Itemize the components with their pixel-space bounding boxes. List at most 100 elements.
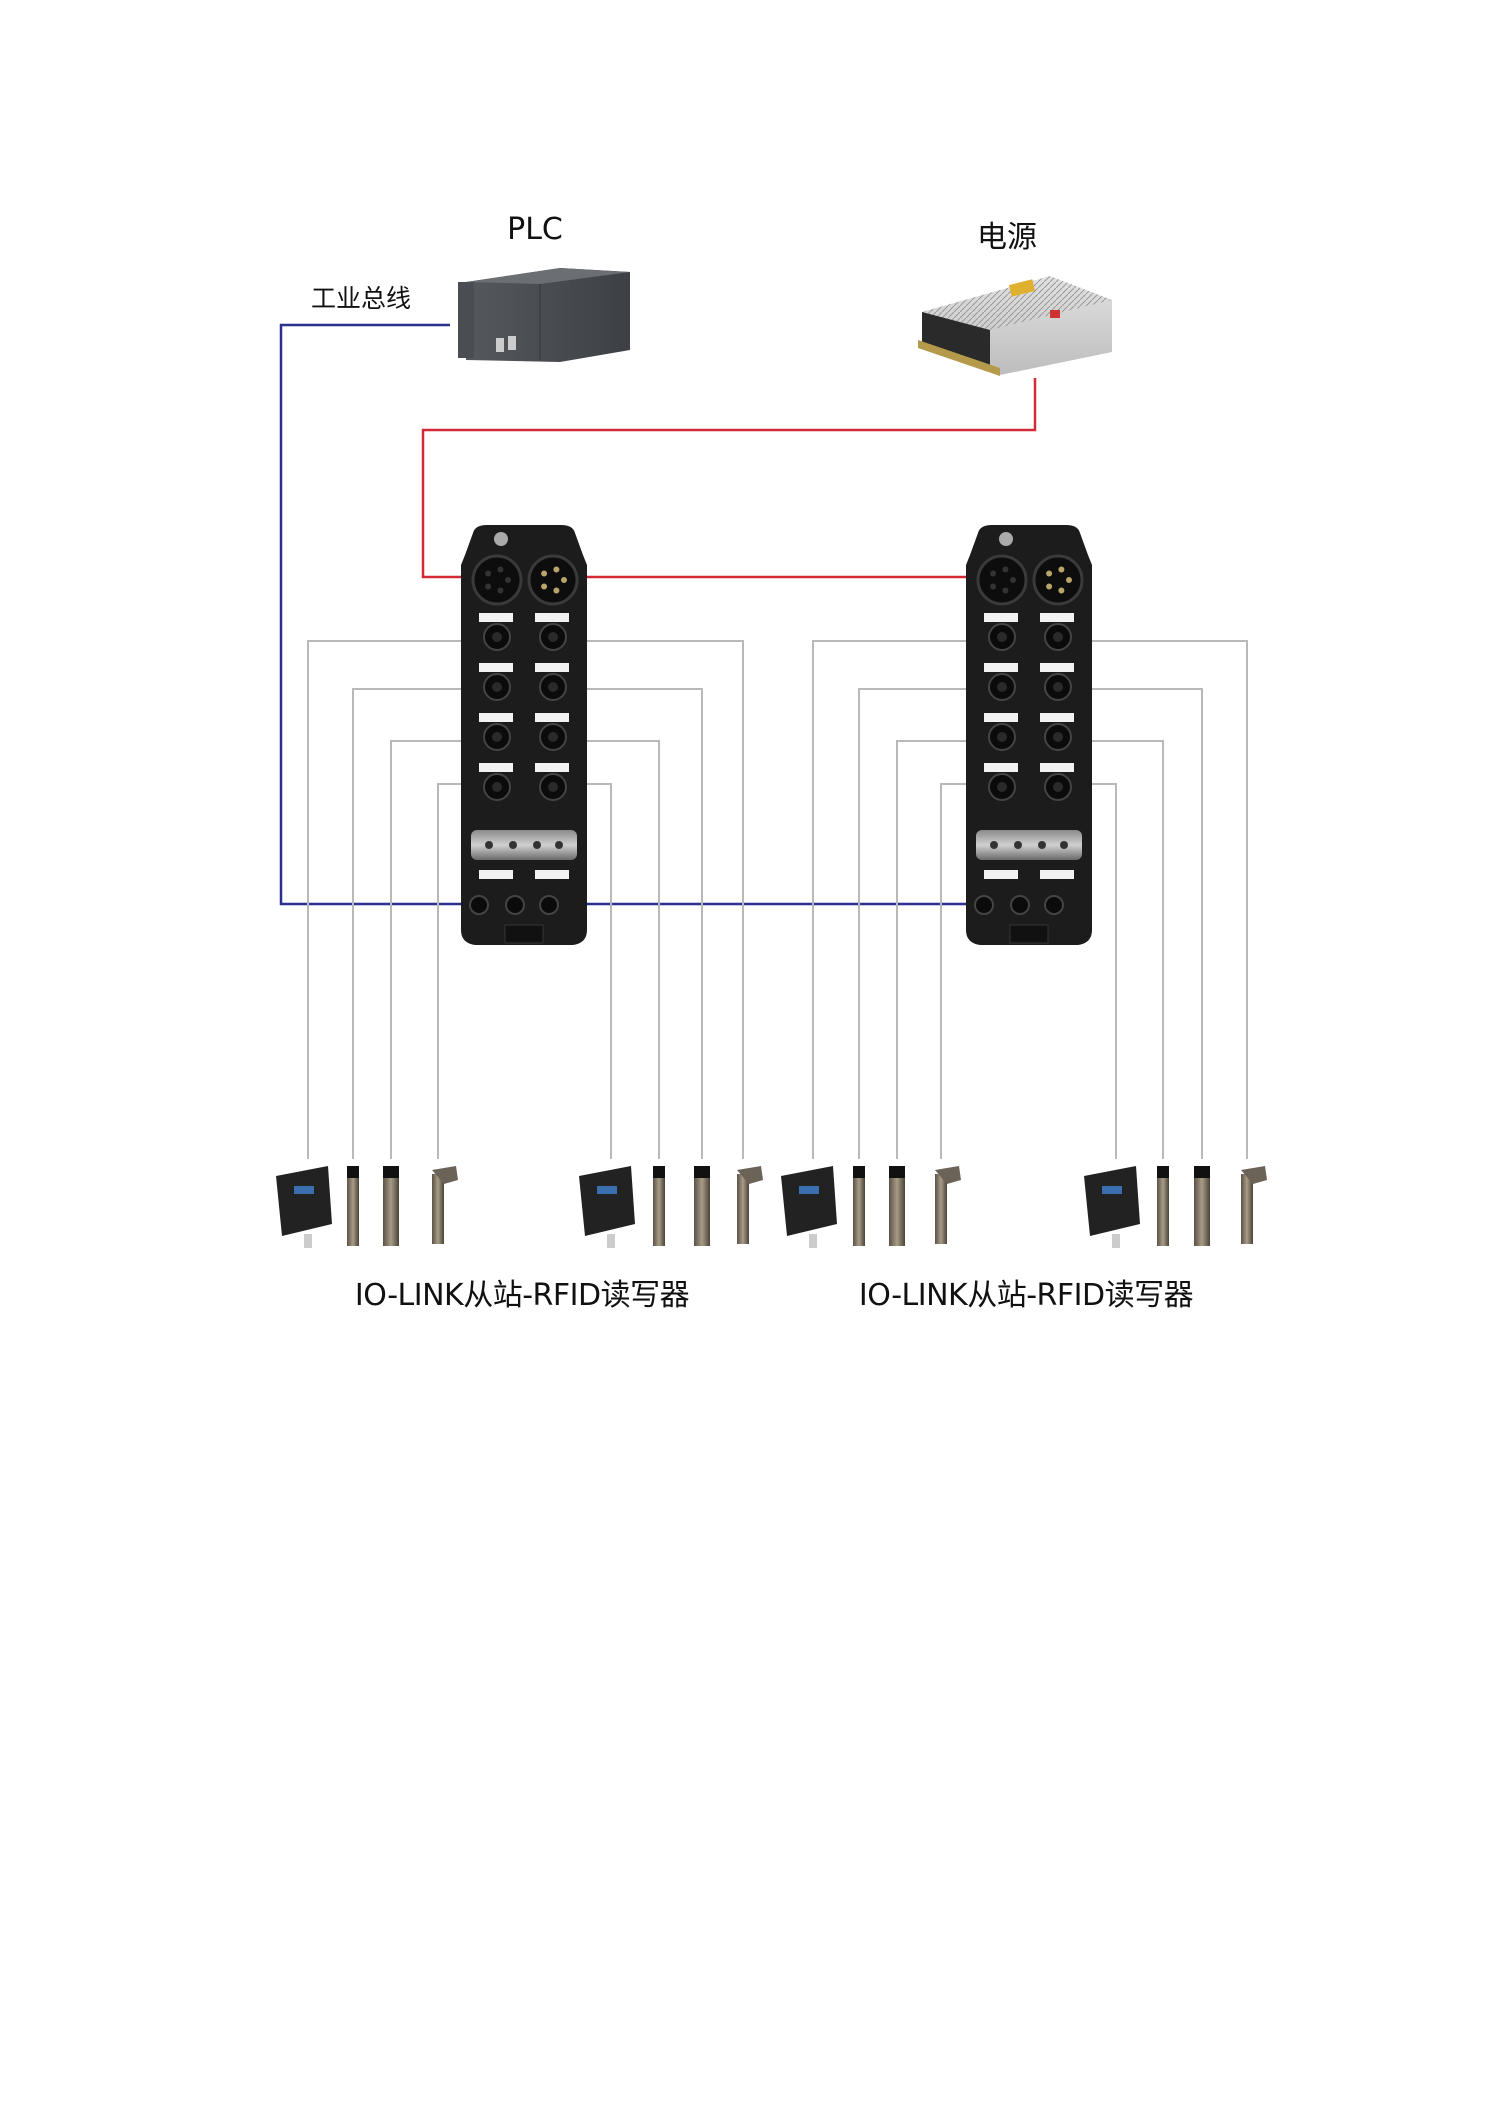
rfid-reader-logo <box>1102 1186 1122 1194</box>
io-line <box>896 740 975 1159</box>
port-label-strip <box>535 763 569 772</box>
rfid-reader-cable <box>304 1234 312 1248</box>
io-line <box>1085 688 1203 1159</box>
pin <box>1002 566 1009 573</box>
port-label-strip <box>535 713 569 722</box>
io-line <box>1085 640 1248 1159</box>
sensor-barrel <box>853 1166 865 1246</box>
power-supply-label: 电源 <box>977 220 1037 255</box>
fieldbus-port <box>505 895 525 915</box>
plate-screw <box>1060 841 1068 849</box>
io-port-center <box>1053 732 1063 742</box>
sensor-cap <box>1194 1166 1210 1178</box>
io-link-master-module-2 <box>966 525 1092 945</box>
io-port-center <box>1053 632 1063 642</box>
plate-screw <box>555 841 563 849</box>
io-port-center <box>997 632 1007 642</box>
pin <box>485 583 492 590</box>
rfid-reader-logo <box>294 1186 314 1194</box>
port-label-strip <box>984 763 1018 772</box>
pin <box>541 583 548 590</box>
plate-screw <box>485 841 493 849</box>
power-line-psu <box>421 378 1037 579</box>
io-line <box>580 740 660 1159</box>
plate-screw <box>533 841 541 849</box>
cylindrical-sensor <box>347 1166 359 1246</box>
io-line <box>1085 740 1164 1159</box>
io-line <box>812 640 975 1159</box>
sensor-head <box>737 1166 763 1184</box>
sensor-cap <box>694 1166 710 1178</box>
pin <box>1046 583 1053 590</box>
pin <box>1002 587 1009 594</box>
rfid-reader <box>1084 1166 1140 1248</box>
io-line <box>580 688 703 1159</box>
fieldbus-line-plc <box>279 323 470 906</box>
port-label-strip <box>479 763 513 772</box>
station-1-caption: IO-LINK从站-RFID读写器 <box>354 1278 690 1313</box>
port-label-strip <box>984 713 1018 722</box>
sensor-barrel <box>1241 1174 1253 1244</box>
pin <box>990 583 997 590</box>
sensor-barrel <box>1194 1166 1210 1246</box>
io-line <box>390 740 470 1159</box>
angled-sensor <box>1241 1166 1267 1244</box>
port-label-strip <box>1040 663 1074 672</box>
io-port-center <box>997 682 1007 692</box>
pin <box>990 570 997 577</box>
io-port-center <box>1053 682 1063 692</box>
rfid-reader-body <box>276 1166 332 1236</box>
pin <box>1058 587 1065 594</box>
power-connector <box>976 554 1028 606</box>
port-label-strip <box>535 870 569 879</box>
io-line <box>1085 783 1117 1159</box>
rfid-reader-cable <box>809 1234 817 1248</box>
io-port-center <box>997 732 1007 742</box>
fieldbus-port <box>1010 895 1030 915</box>
fieldbus-port <box>1044 895 1064 915</box>
sensor-barrel <box>653 1166 665 1246</box>
sensor-barrel <box>1157 1166 1169 1246</box>
plc-label: PLC <box>507 212 563 247</box>
pin <box>1046 570 1053 577</box>
port-label-strip <box>479 713 513 722</box>
fieldbus-port <box>539 895 559 915</box>
io-line <box>580 783 612 1159</box>
io-line <box>307 640 470 1159</box>
io-port-center <box>548 632 558 642</box>
io-line <box>352 688 470 1159</box>
port-label-strip <box>984 870 1018 879</box>
station-2-caption: IO-LINK从站-RFID读写器 <box>858 1278 1194 1313</box>
sensor-cap <box>853 1166 865 1178</box>
angled-sensor <box>737 1166 763 1244</box>
io-line <box>940 783 975 1159</box>
pin <box>497 566 504 573</box>
cylindrical-sensor <box>383 1166 399 1246</box>
io-link-master-module-1 <box>461 525 587 945</box>
port-label-strip <box>535 663 569 672</box>
rfid-reader-body <box>579 1166 635 1236</box>
io-port-center <box>1053 782 1063 792</box>
ground-screw <box>494 532 508 546</box>
sensor-cap <box>383 1166 399 1178</box>
io-port-center <box>492 782 502 792</box>
port-label-strip <box>1040 613 1074 622</box>
angled-sensor <box>935 1166 961 1244</box>
io-port-center <box>997 782 1007 792</box>
mounting-tab <box>504 924 544 944</box>
rfid-reader-logo <box>597 1186 617 1194</box>
rfid-reader <box>276 1166 332 1248</box>
cylindrical-sensor <box>889 1166 905 1246</box>
fieldbus-label: 工业总线 <box>310 284 412 313</box>
port-label-strip <box>479 663 513 672</box>
plate-screw <box>1038 841 1046 849</box>
pin <box>497 587 504 594</box>
ground-screw <box>999 532 1013 546</box>
marking-plate <box>471 830 577 860</box>
sensor-barrel <box>694 1166 710 1246</box>
fieldbus-port <box>469 895 489 915</box>
io-port-center <box>492 682 502 692</box>
pin <box>1058 566 1065 573</box>
sensor-barrel <box>432 1174 444 1244</box>
